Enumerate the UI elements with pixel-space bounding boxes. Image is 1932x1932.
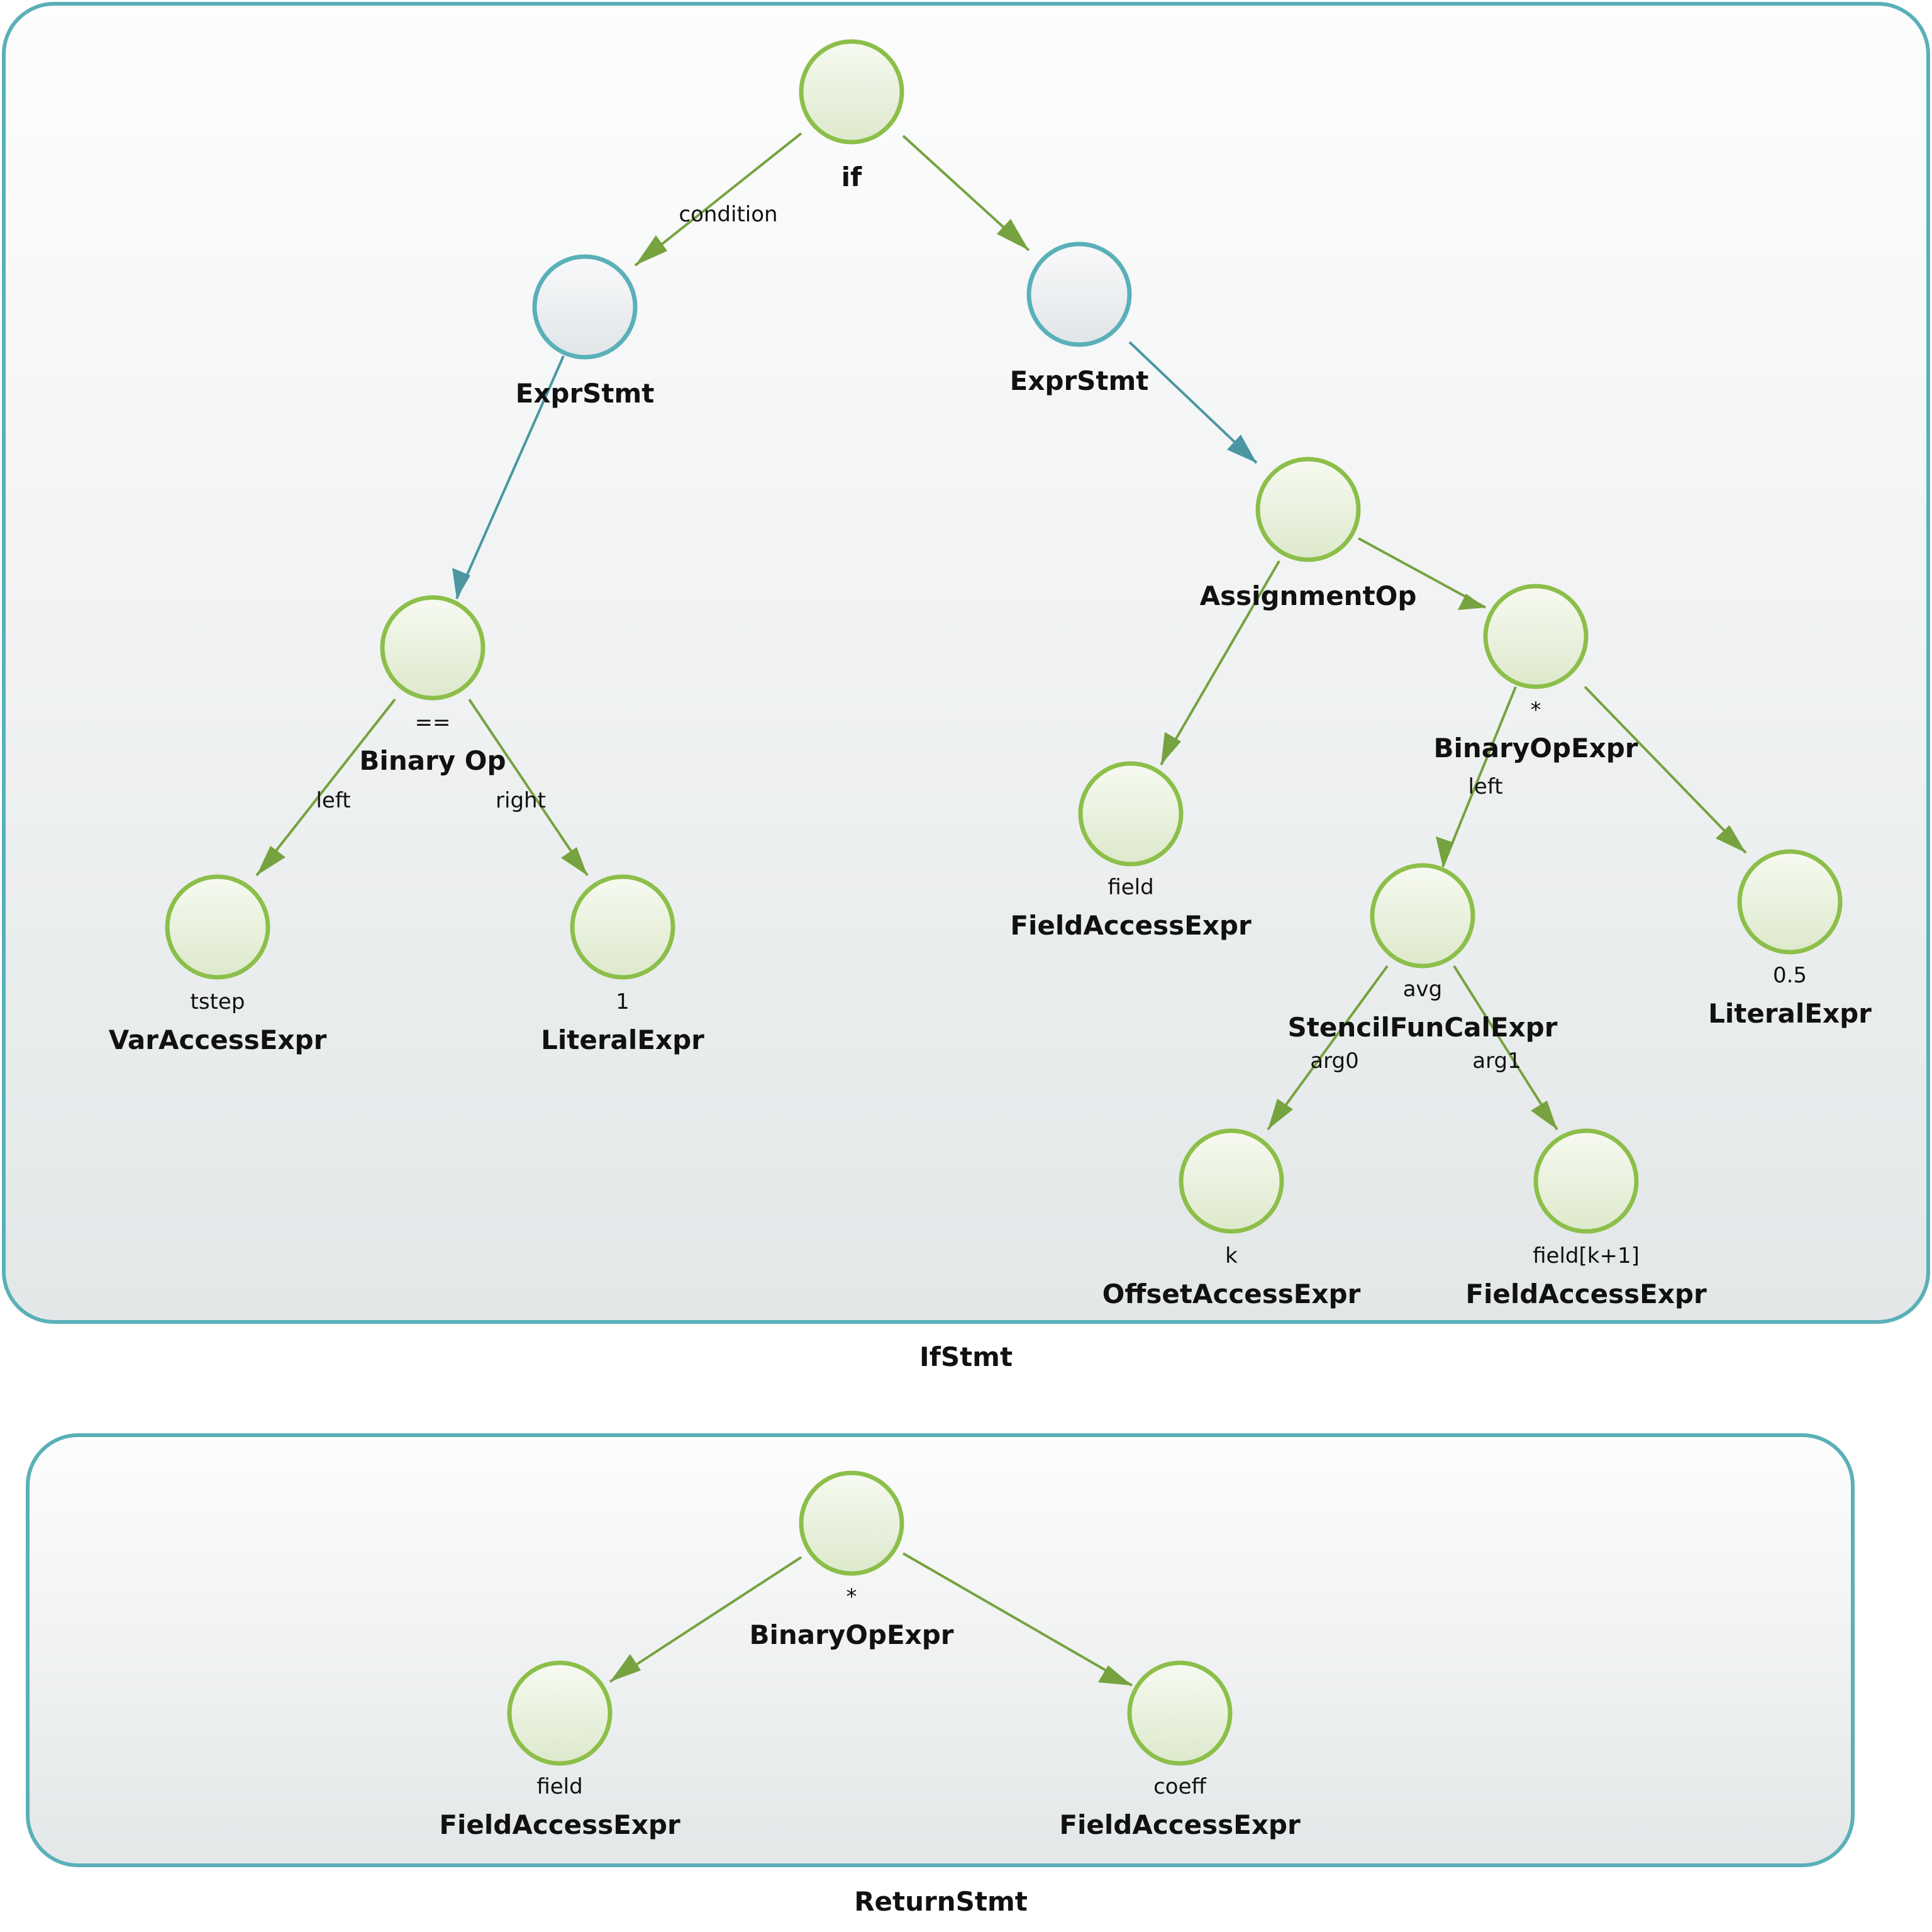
edge-exprstmt-to-binaryop [455,355,565,599]
edge-label-condition: condition [679,202,777,227]
edge-binaryop-to-literal [468,698,589,877]
node-type-label: FieldAccessExpr [1010,910,1252,941]
arrowhead-binaryopexpr-to-stencilfun [1436,836,1454,867]
node-assignment-op[interactable]: AssignmentOp [1200,457,1417,611]
edge-stencilfun-to-offset [1267,965,1389,1131]
node-circle[interactable] [1078,761,1184,867]
edge-label-arg0: arg0 [1310,1048,1358,1074]
edge-label-right: right [496,788,546,813]
node-value-label: * [1531,697,1541,723]
node-value-label: field [1108,875,1153,900]
node-circle[interactable] [507,1660,613,1766]
node-type-label: ExprStmt [516,378,655,409]
arrowhead-binaryopexpr-to-literal05 [1716,825,1746,853]
returnstmt-group [26,1433,1855,1867]
node-value-label: k [1225,1243,1238,1269]
node-circle[interactable] [1533,1128,1639,1234]
node-type-label: VarAccessExpr [109,1024,327,1055]
edges-returnstmt [609,1552,1133,1687]
edge-stencilfun-to-fieldk1 [1453,965,1558,1131]
node-type-label: OffsetAccessExpr [1102,1279,1361,1309]
ifstmt-group-label: IfStmt [919,1341,1013,1372]
arrowhead-ret-to-field [610,1654,641,1682]
arrowhead-assignment-to-binaryopexpr [1458,594,1485,610]
node-type-label: if [841,162,862,192]
node-field-access-field[interactable]: field FieldAccessExpr [1010,761,1252,941]
node-literal-05[interactable]: 0.5 LiteralExpr [1708,849,1872,1029]
node-type-label: BinaryOpExpr [1433,733,1638,763]
node-circle[interactable] [1026,242,1132,347]
arrowhead-exprstmt-to-assignment [1227,435,1257,463]
node-circle[interactable] [1370,863,1475,969]
edge-binaryop-to-tstep [255,698,396,877]
node-type-label: FieldAccessExpr [1465,1279,1707,1309]
node-circle[interactable] [570,874,675,980]
edge-label-left: left [316,788,350,813]
node-type-label: BinaryOpExpr [749,1619,953,1650]
node-value-label: * [847,1584,857,1609]
arrowhead-exprstmt-to-binaryop [452,568,470,599]
node-ret-coeff[interactable]: coeff FieldAccessExpr [1059,1660,1301,1840]
node-exprstmt-right[interactable]: ExprStmt [1010,242,1149,396]
node-value-label: 0.5 [1773,963,1807,988]
node-exprstmt-left[interactable]: ExprStmt [516,254,655,409]
node-value-label: 1 [616,989,630,1014]
ifstmt-group [2,2,1930,1324]
node-offset-access-k[interactable]: k OffsetAccessExpr [1102,1128,1361,1309]
arrowhead-stencilfun-to-offset [1268,1099,1293,1130]
node-type-label: FieldAccessExpr [1059,1809,1301,1840]
node-type-label: AssignmentOp [1200,580,1417,611]
node-stencil-fun-call[interactable]: avg StencilFunCalExpr [1288,863,1558,1043]
node-type-label: LiteralExpr [1708,998,1872,1029]
node-circle[interactable] [1737,849,1843,955]
node-ret-field[interactable]: field FieldAccessExpr [439,1660,680,1840]
node-type-label: LiteralExpr [541,1024,704,1055]
node-circle[interactable] [1179,1128,1284,1234]
node-type-label: StencilFunCalExpr [1288,1012,1558,1043]
node-value-label: field[k+1] [1533,1243,1640,1269]
arrowhead-stencilfun-to-fieldk1 [1531,1101,1557,1130]
node-circle[interactable] [380,595,486,701]
node-type-label: FieldAccessExpr [439,1809,680,1840]
node-binary-op-eq[interactable]: == Binary Op [359,595,506,776]
node-ret-binary-op[interactable]: * BinaryOpExpr [749,1470,954,1650]
arrowhead-binaryop-to-tstep [257,846,286,875]
edge-binaryopexpr-to-stencilfun [1441,686,1517,867]
node-value-label: == [415,710,451,735]
edge-label-arg1: arg1 [1472,1048,1521,1074]
node-value-label: field [536,1774,582,1799]
node-circle[interactable] [799,39,904,145]
arrowhead-ret-to-coeff [1098,1665,1132,1685]
node-type-label: Binary Op [359,745,506,776]
node-circle[interactable] [1255,457,1361,562]
node-value-label: tstep [191,989,245,1014]
edge-assignment-to-field [1160,560,1280,766]
node-var-access-tstep[interactable]: tstep VarAccessExpr [109,874,327,1055]
arrowhead-binaryop-to-literal [561,847,587,875]
node-if[interactable]: if [799,39,904,192]
edge-ret-to-coeff [902,1552,1133,1687]
node-field-access-k1[interactable]: field[k+1] FieldAccessExpr [1465,1128,1707,1309]
edges-ifstmt: condition left right left arg0 arg1 [255,132,1747,1131]
node-binary-op-mul[interactable]: * BinaryOpExpr [1433,584,1638,763]
node-circle[interactable] [799,1470,904,1576]
edge-if-to-exprstmt-left [634,132,802,267]
returnstmt-group-label: ReturnStmt [854,1886,1028,1917]
node-value-label: coeff [1153,1774,1207,1799]
edge-label-mul-left: left [1468,774,1502,799]
node-circle[interactable] [1127,1660,1233,1766]
node-literal-1[interactable]: 1 LiteralExpr [541,874,704,1055]
node-circle[interactable] [1483,584,1589,689]
arrowhead-if-to-exprstmt-right [997,219,1029,250]
edge-ret-to-field [609,1556,802,1683]
arrowhead-if-to-exprstmt-left [635,235,667,265]
edge-assignment-to-binaryopexpr [1358,537,1486,609]
edge-binaryopexpr-to-literal05 [1584,686,1747,854]
node-circle[interactable] [532,254,638,360]
node-circle[interactable] [165,874,270,980]
arrowhead-assignment-to-field [1161,732,1181,765]
node-type-label: ExprStmt [1010,365,1149,396]
node-value-label: avg [1403,977,1443,1002]
